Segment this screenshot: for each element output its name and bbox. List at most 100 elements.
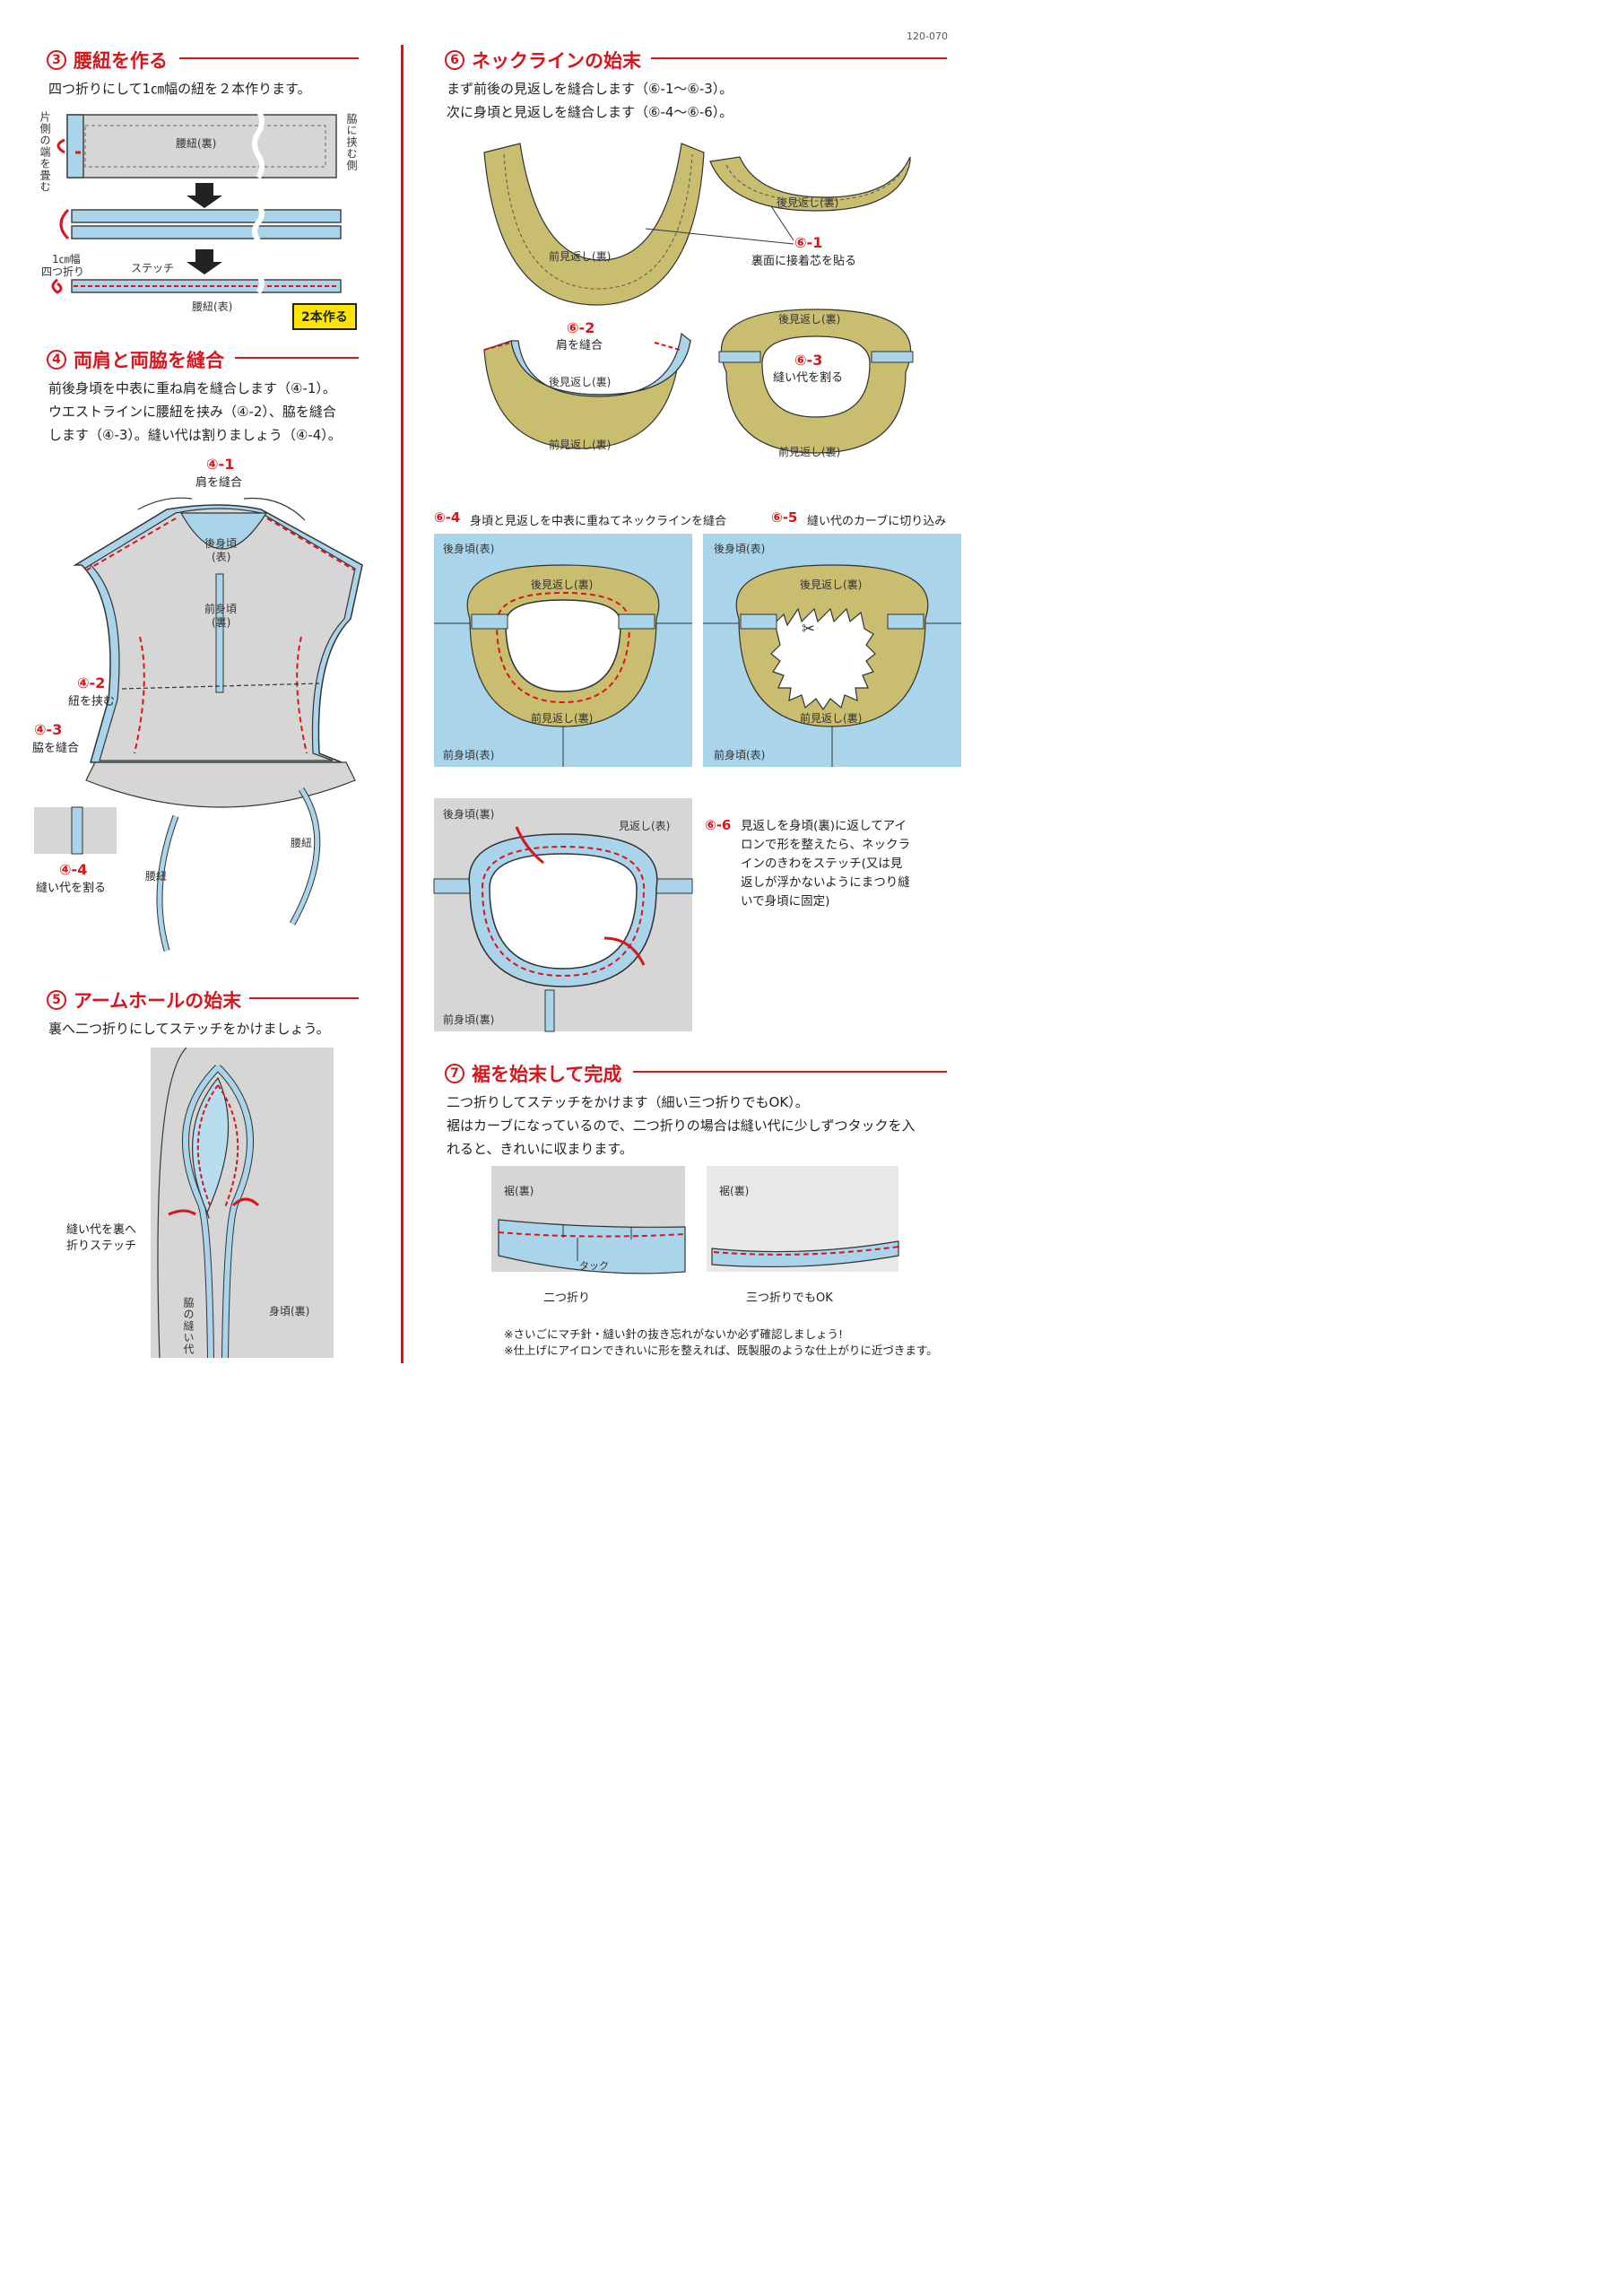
obi-left-label: 腰紐: [145, 870, 168, 883]
hem-diagram: [491, 1166, 899, 1274]
section-3-title: 3 腰紐を作る: [47, 47, 168, 74]
obi-diagram: [51, 109, 342, 294]
neckline-panels: ✂: [434, 534, 961, 767]
panel-b-back-facing-label: 後見返し(裏): [800, 578, 863, 591]
final-note-2: ※仕上げにアイロンできれいに形を整えれば、既製服のような仕上がりに近づきます。: [504, 1344, 938, 1357]
section-4-heading: 両肩と両脇を縫合: [74, 350, 224, 371]
section-4-text-1: 前後身頃を中表に重ね肩を縫合します（④-1）。: [48, 380, 336, 396]
svg-text:✂: ✂: [802, 620, 815, 639]
section-6-rule: [651, 57, 947, 59]
front-facing-label-1: 前見返し(裏): [549, 250, 612, 263]
section-7-title: 7 裾を始末して完成: [445, 1060, 621, 1087]
step-4-2-number: ④-2: [77, 674, 106, 691]
obi-front-label: 腰紐(表): [192, 300, 233, 313]
section-7-text-3: れると、きれいに収まります。: [447, 1141, 633, 1157]
section-5-text: 裏へ二つ折りにしてステッチをかけましょう。: [48, 1021, 330, 1037]
step-4-1-number: ④-1: [206, 456, 235, 473]
side-allowance-label: 脇の縫い代: [182, 1297, 195, 1355]
panel-a-front-facing-label: 前見返し(裏): [531, 712, 594, 725]
step-6-5-caption: 縫い代のカーブに切り込み: [807, 515, 947, 528]
step-6-6-line-2: ロンで形を整えたら、ネックラ: [741, 838, 910, 852]
section-5-rule: [249, 997, 359, 999]
panel-c-back-body-label: 後身頃(裏): [443, 808, 495, 821]
step-6-6-line-5: いで身頃に固定): [741, 894, 830, 909]
back-facing-label-3: 後見返し(裏): [778, 313, 841, 326]
step-6-2-caption: 肩を縫合: [556, 339, 603, 352]
tuck-label: タック: [579, 1260, 609, 1272]
section-5-number: 5: [47, 990, 66, 1010]
step-6-6-line-3: インのきわをステッチ(又は見: [741, 857, 903, 871]
front-body-label: 前身頃: [204, 603, 238, 615]
panel-a-back-facing-label: 後見返し(裏): [531, 578, 594, 591]
step-6-3-caption: 縫い代を割る: [773, 371, 844, 385]
step-4-2-caption: 紐を挟む: [68, 695, 116, 709]
section-3-rule: [179, 57, 359, 59]
panel-c-facing-label: 見返し(表): [619, 820, 671, 832]
section-4-number: 4: [47, 350, 66, 370]
panel-a-back-body-label: 後身頃(表): [443, 543, 495, 555]
step-6-3-number: ⑥-3: [794, 352, 823, 369]
page-id: 120-070: [907, 30, 948, 42]
step-6-2-number: ⑥-2: [567, 319, 595, 336]
facing-diagram: [483, 143, 914, 454]
back-facing-label-2: 後見返し(裏): [549, 376, 612, 388]
back-body-side-label: (表): [212, 551, 231, 563]
front-facing-label-2: 前見返し(裏): [549, 439, 612, 451]
section-7-heading: 裾を始末して完成: [472, 1064, 622, 1085]
section-5-heading: アームホールの始末: [74, 990, 242, 1012]
section-7-text-2: 裾はカーブになっているので、二つ折りの場合は縫い代に少しずつタックを入: [447, 1118, 916, 1134]
bodice-diagram: [34, 497, 363, 952]
section-7-text-1: 二つ折りしてステッチをかけます（細い三つ折りでもOK）。: [447, 1094, 809, 1110]
section-3-number: 3: [47, 50, 66, 70]
step-4-1-caption: 肩を縫合: [195, 476, 243, 490]
armhole-fold-line-2: 折りステッチ: [66, 1239, 137, 1253]
obi-back-label: 腰紐(裏): [176, 137, 217, 150]
section-4-text-3: します（④-3）。縫い代は割りましょう（④-4）。: [48, 427, 342, 443]
step-6-6-line-1: 見返しを身頃(裏)に返してアイ: [741, 819, 907, 833]
hem-back-label-1: 裾(裏): [504, 1185, 534, 1197]
step-6-1-caption: 裏面に接着芯を貼る: [751, 255, 857, 268]
section-6-number: 6: [445, 50, 464, 70]
section-7-number: 7: [445, 1064, 464, 1083]
front-body-side-label: (裏): [212, 616, 231, 629]
step-4-3-number: ④-3: [34, 721, 63, 738]
armhole-fold-line-1: 縫い代を裏へ: [66, 1223, 137, 1237]
step-4-3-caption: 脇を縫合: [32, 742, 80, 755]
step-6-4-caption: 身頃と見返しを中表に重ねてネックラインを縫合: [470, 515, 727, 528]
obi-right-label: 腰紐: [291, 837, 313, 849]
section-5-title: 5 アームホールの始末: [47, 987, 241, 1013]
triple-fold-caption: 三つ折りでもOK: [746, 1292, 833, 1305]
hem-back-label-2: 裾(裏): [719, 1185, 750, 1197]
step-6-5-number: ⑥-5: [771, 509, 798, 526]
obi-stitch-label: ステッチ: [131, 262, 175, 274]
section-4-rule: [235, 357, 359, 359]
section-4-text-2: ウエストラインに腰紐を挟み（④-2）、脇を縫合: [48, 404, 336, 420]
section-6-heading: ネックラインの始末: [472, 50, 641, 72]
turned-facing-panel: [433, 798, 693, 1032]
step-6-6-text: 見返しを身頃(裏)に返してアイ ロンで形を整えたら、ネックラ インのきわをステッ…: [741, 817, 910, 911]
step-6-6-number: ⑥-6: [705, 817, 732, 833]
step-6-6-line-4: 返しが浮かないようにまつり縫: [741, 875, 910, 890]
obi-between-sides-label: 脇に挟む側: [345, 113, 358, 171]
obi-fold-end-label: 片側の端を畳む: [39, 111, 51, 193]
obi-width-label: 1㎝幅: [52, 253, 81, 265]
obi-quadfold-label: 四つ折り: [41, 265, 85, 278]
section-3-heading: 腰紐を作る: [74, 50, 168, 72]
step-4-4-number: ④-4: [59, 861, 88, 878]
panel-c-front-body-label: 前身頃(裏): [443, 1013, 495, 1026]
section-3-text: 四つ折りにして1㎝幅の紐を２本作ります。: [48, 81, 311, 97]
final-note-1: ※さいごにマチ針・縫い針の抜き忘れがないか必ず確認しましょう!: [504, 1327, 843, 1341]
front-facing-label-3: 前見返し(裏): [778, 446, 841, 458]
make-two-badge: 2本作る: [292, 303, 357, 330]
step-4-4-caption: 縫い代を割る: [36, 882, 107, 895]
panel-b-back-body-label: 後身頃(表): [714, 543, 766, 555]
column-divider: [401, 45, 404, 1363]
step-6-4-number: ⑥-4: [434, 509, 461, 526]
armhole-diagram: [151, 1047, 334, 1359]
double-fold-caption: 二つ折り: [543, 1292, 591, 1305]
panel-a-front-body-label: 前身頃(表): [443, 749, 495, 761]
section-6-text-1: まず前後の見返しを縫合します（⑥-1～⑥-3）。: [447, 81, 733, 97]
section-6-title: 6 ネックラインの始末: [445, 47, 641, 74]
back-body-label: 後身頃: [204, 537, 238, 550]
armhole-body-back-label: 身頃(裏): [269, 1305, 310, 1318]
